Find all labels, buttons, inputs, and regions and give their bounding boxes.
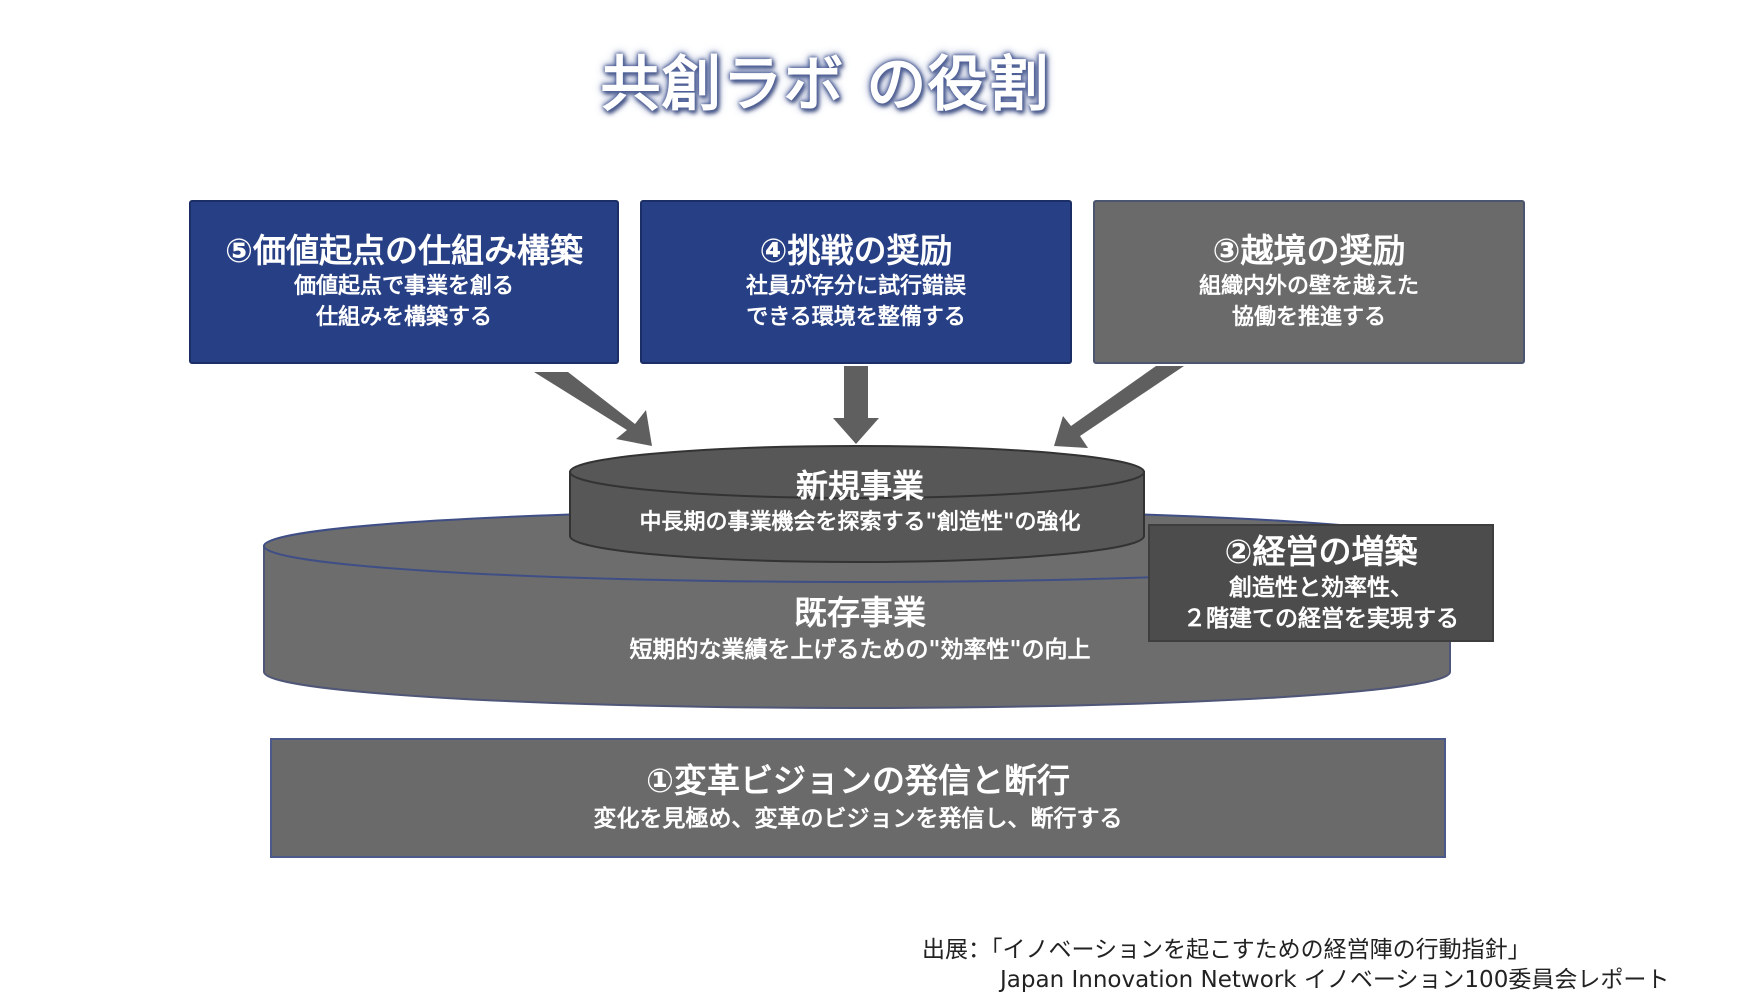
role-line: 価値起点で事業を創る <box>293 274 514 299</box>
arrow-from-third <box>1054 366 1184 448</box>
role-line: 組織内外の壁を越えた <box>1198 274 1419 299</box>
new-business-disc <box>569 445 1145 563</box>
role-line: ２階建ての経営を実現する <box>1183 606 1459 632</box>
source-citation-title: 出展：「イノベーションを起こすための経営陣の行動指針」 <box>922 937 1531 963</box>
role-box-second: ②経営の増築 創造性と効率性、 ２階建ての経営を実現する <box>1148 524 1494 642</box>
role-box-first: ①変革ビジョンの発信と断行 変化を見極め、変革のビジョンを発信し、断行する <box>270 738 1446 858</box>
role-box-fifth: ⑤価値起点の仕組み構築 価値起点で事業を創る 仕組みを構築する <box>189 200 619 364</box>
role-line: 社員が存分に試行錯誤 <box>745 274 966 299</box>
role-line: 協働を推進する <box>1231 305 1386 330</box>
role-line: 仕組みを構築する <box>315 305 492 330</box>
existing-business-heading: 既存事業 <box>794 593 926 632</box>
arrow-from-fourth <box>833 366 879 444</box>
new-business-heading: 新規事業 <box>795 467 924 505</box>
role-heading: ④挑戦の奨励 <box>759 231 953 270</box>
new-business-description: 中長期の事業機会を探索する"創造性"の強化 <box>639 510 1081 535</box>
source-citation-publisher: Japan Innovation Network イノベーション100委員会レポ… <box>1000 967 1670 993</box>
arrows <box>534 366 1184 448</box>
page-title: 共創ラボ の役割 <box>600 50 1050 120</box>
role-box-third: ③越境の奨励 組織内外の壁を越えた 協働を推進する <box>1093 200 1525 364</box>
arrow-from-fifth <box>534 372 652 446</box>
role-heading: ①変革ビジョンの発信と断行 <box>646 761 1070 800</box>
existing-business-label: 既存事業 短期的な業績を上げるための"効率性"の向上 <box>530 592 1190 666</box>
role-heading: ②経営の増築 <box>1224 532 1418 571</box>
role-line: 創造性と効率性、 <box>1229 575 1413 601</box>
existing-business-description: 短期的な業績を上げるための"効率性"の向上 <box>629 637 1091 663</box>
role-line: 変化を見極め、変革のビジョンを発信し、断行する <box>593 806 1123 832</box>
role-line: できる環境を整備する <box>746 305 966 330</box>
new-business-label: 新規事業 中長期の事業機会を探索する"創造性"の強化 <box>570 466 1150 540</box>
role-heading: ③越境の奨励 <box>1212 231 1406 270</box>
role-box-fourth: ④挑戦の奨励 社員が存分に試行錯誤 できる環境を整備する <box>640 200 1072 364</box>
role-heading: ⑤価値起点の仕組み構築 <box>225 231 583 270</box>
